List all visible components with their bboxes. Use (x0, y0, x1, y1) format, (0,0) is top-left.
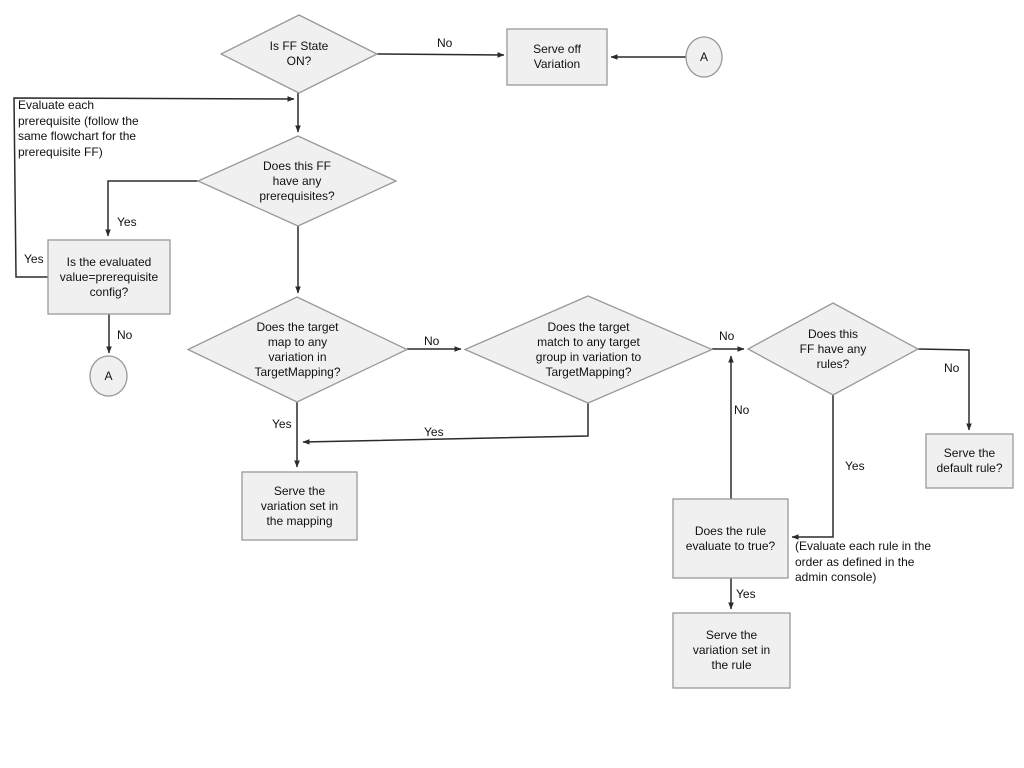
process-rule-true-shape (672, 498, 789, 579)
decision-has-rules-shape (746, 302, 920, 396)
connector-a-left-shape (89, 355, 128, 397)
edge-rules-yes (791, 395, 834, 540)
edge-stateoff-no (376, 52, 505, 58)
decision-target-group-match-shape (463, 295, 714, 404)
process-serve-off-variation-shape (506, 28, 608, 86)
process-serve-rule-variation-shape (672, 612, 791, 689)
connector-a-top-shape (685, 36, 723, 78)
process-serve-default-rule-shape (925, 433, 1014, 489)
decision-has-prerequisites-shape (196, 135, 398, 227)
edge-prereq-yes (105, 180, 198, 237)
edge-groupmatch-yes (302, 403, 589, 445)
process-serve-mapping-variation-shape (241, 471, 358, 541)
decision-is-ff-state-on-shape (219, 14, 379, 94)
edge-rules-no (917, 348, 972, 431)
process-prerequisite-config-shape (47, 239, 171, 315)
decision-target-map-shape (186, 296, 409, 403)
edge-prereq-loop (13, 96, 295, 278)
